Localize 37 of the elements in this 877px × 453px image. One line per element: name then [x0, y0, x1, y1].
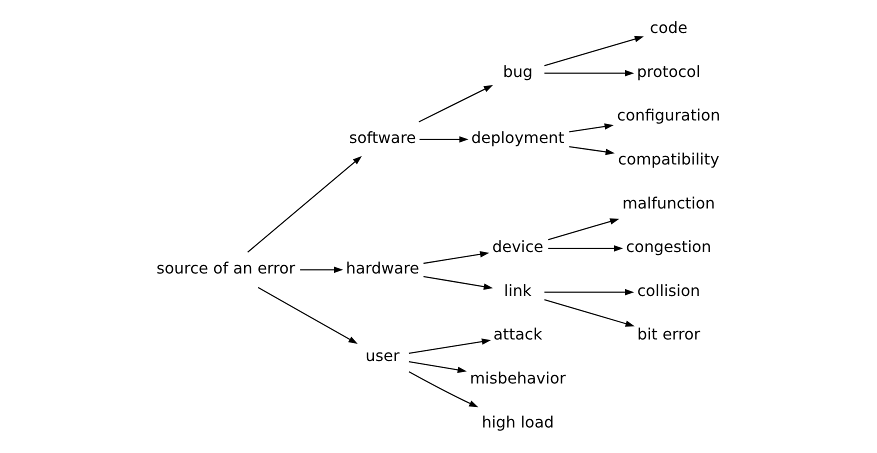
- node-text: malfunction: [622, 194, 715, 212]
- arrow: [247, 156, 362, 253]
- node-text: attack: [493, 326, 542, 344]
- arrow: [544, 288, 634, 296]
- arrow: [420, 136, 468, 143]
- arrow: [418, 85, 494, 122]
- node-text: user: [366, 347, 400, 366]
- arrow: [544, 70, 634, 76]
- arrow: [544, 36, 644, 66]
- arrow: [569, 123, 614, 132]
- arrow: [569, 146, 615, 156]
- node-text: device: [492, 238, 544, 256]
- arrow: [423, 251, 490, 264]
- node-text: deployment: [471, 129, 564, 148]
- arrow: [548, 245, 624, 252]
- node-text: high load: [482, 413, 554, 432]
- arrow: [544, 299, 635, 327]
- node-text: congestion: [626, 238, 712, 256]
- node-text: hardware: [346, 260, 420, 278]
- node-text: source of an error: [156, 260, 296, 278]
- node-text: bug: [503, 62, 533, 81]
- node-text: compatibility: [618, 150, 720, 169]
- arrow: [408, 338, 491, 354]
- arrow: [300, 266, 344, 274]
- node-text: link: [504, 282, 532, 300]
- node-text: code: [650, 19, 688, 38]
- arrow: [408, 371, 478, 408]
- arrow: [258, 287, 358, 344]
- node-text: software: [349, 129, 416, 148]
- node-text: misbehavior: [470, 369, 566, 388]
- node-text: bit error: [637, 326, 700, 344]
- node-text: protocol: [636, 62, 700, 81]
- node-text: collision: [637, 282, 700, 300]
- arrow: [548, 218, 620, 240]
- node-text: configuration: [617, 106, 720, 125]
- arrow: [408, 361, 467, 374]
- arrow: [423, 276, 493, 290]
